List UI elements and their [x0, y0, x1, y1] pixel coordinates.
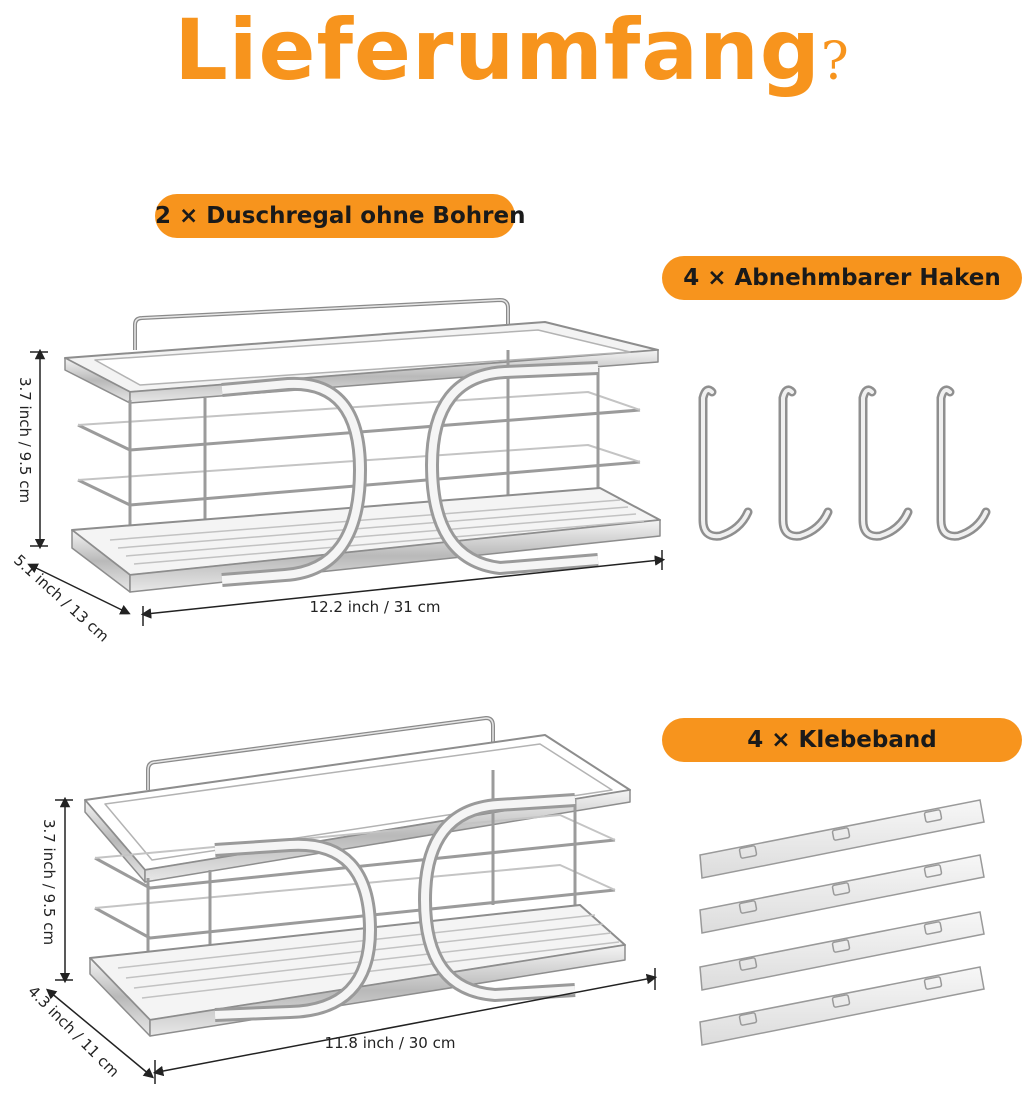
- hooks-group: [698, 385, 991, 541]
- hook-icon: [858, 385, 913, 541]
- hook-icon: [698, 385, 753, 541]
- tape-strip: [699, 799, 985, 879]
- shelf-top: [64, 298, 661, 593]
- tapes-group: [699, 799, 985, 1046]
- shelf-top-height: 3.7 inch / 9.5 cm: [16, 377, 34, 503]
- label-shelves: 2 × Duschregal ohne Bohren: [155, 194, 525, 238]
- page-title-mark: ?: [820, 32, 850, 92]
- shelf-top-width: 12.2 inch / 31 cm: [310, 598, 441, 616]
- shelf-bottom-depth: 4.3 inch / 11 cm: [24, 982, 123, 1081]
- shelf-bottom: [84, 716, 631, 1037]
- tape-strip: [699, 966, 985, 1046]
- tape-strip: [699, 854, 985, 934]
- label-tape: 4 × Klebeband: [662, 718, 1022, 762]
- page-title-text: Lieferumfang: [174, 1, 821, 99]
- shelf-bottom-width: 11.8 inch / 30 cm: [325, 1034, 456, 1052]
- hook-icon: [778, 385, 833, 541]
- hook-icon: [936, 385, 991, 541]
- tape-strip: [699, 911, 985, 991]
- shelf-bottom-height: 3.7 inch / 9.5 cm: [40, 819, 58, 945]
- page-title: Lieferumfang?: [0, 0, 1024, 100]
- label-hooks: 4 × Abnehmbarer Haken: [662, 256, 1022, 300]
